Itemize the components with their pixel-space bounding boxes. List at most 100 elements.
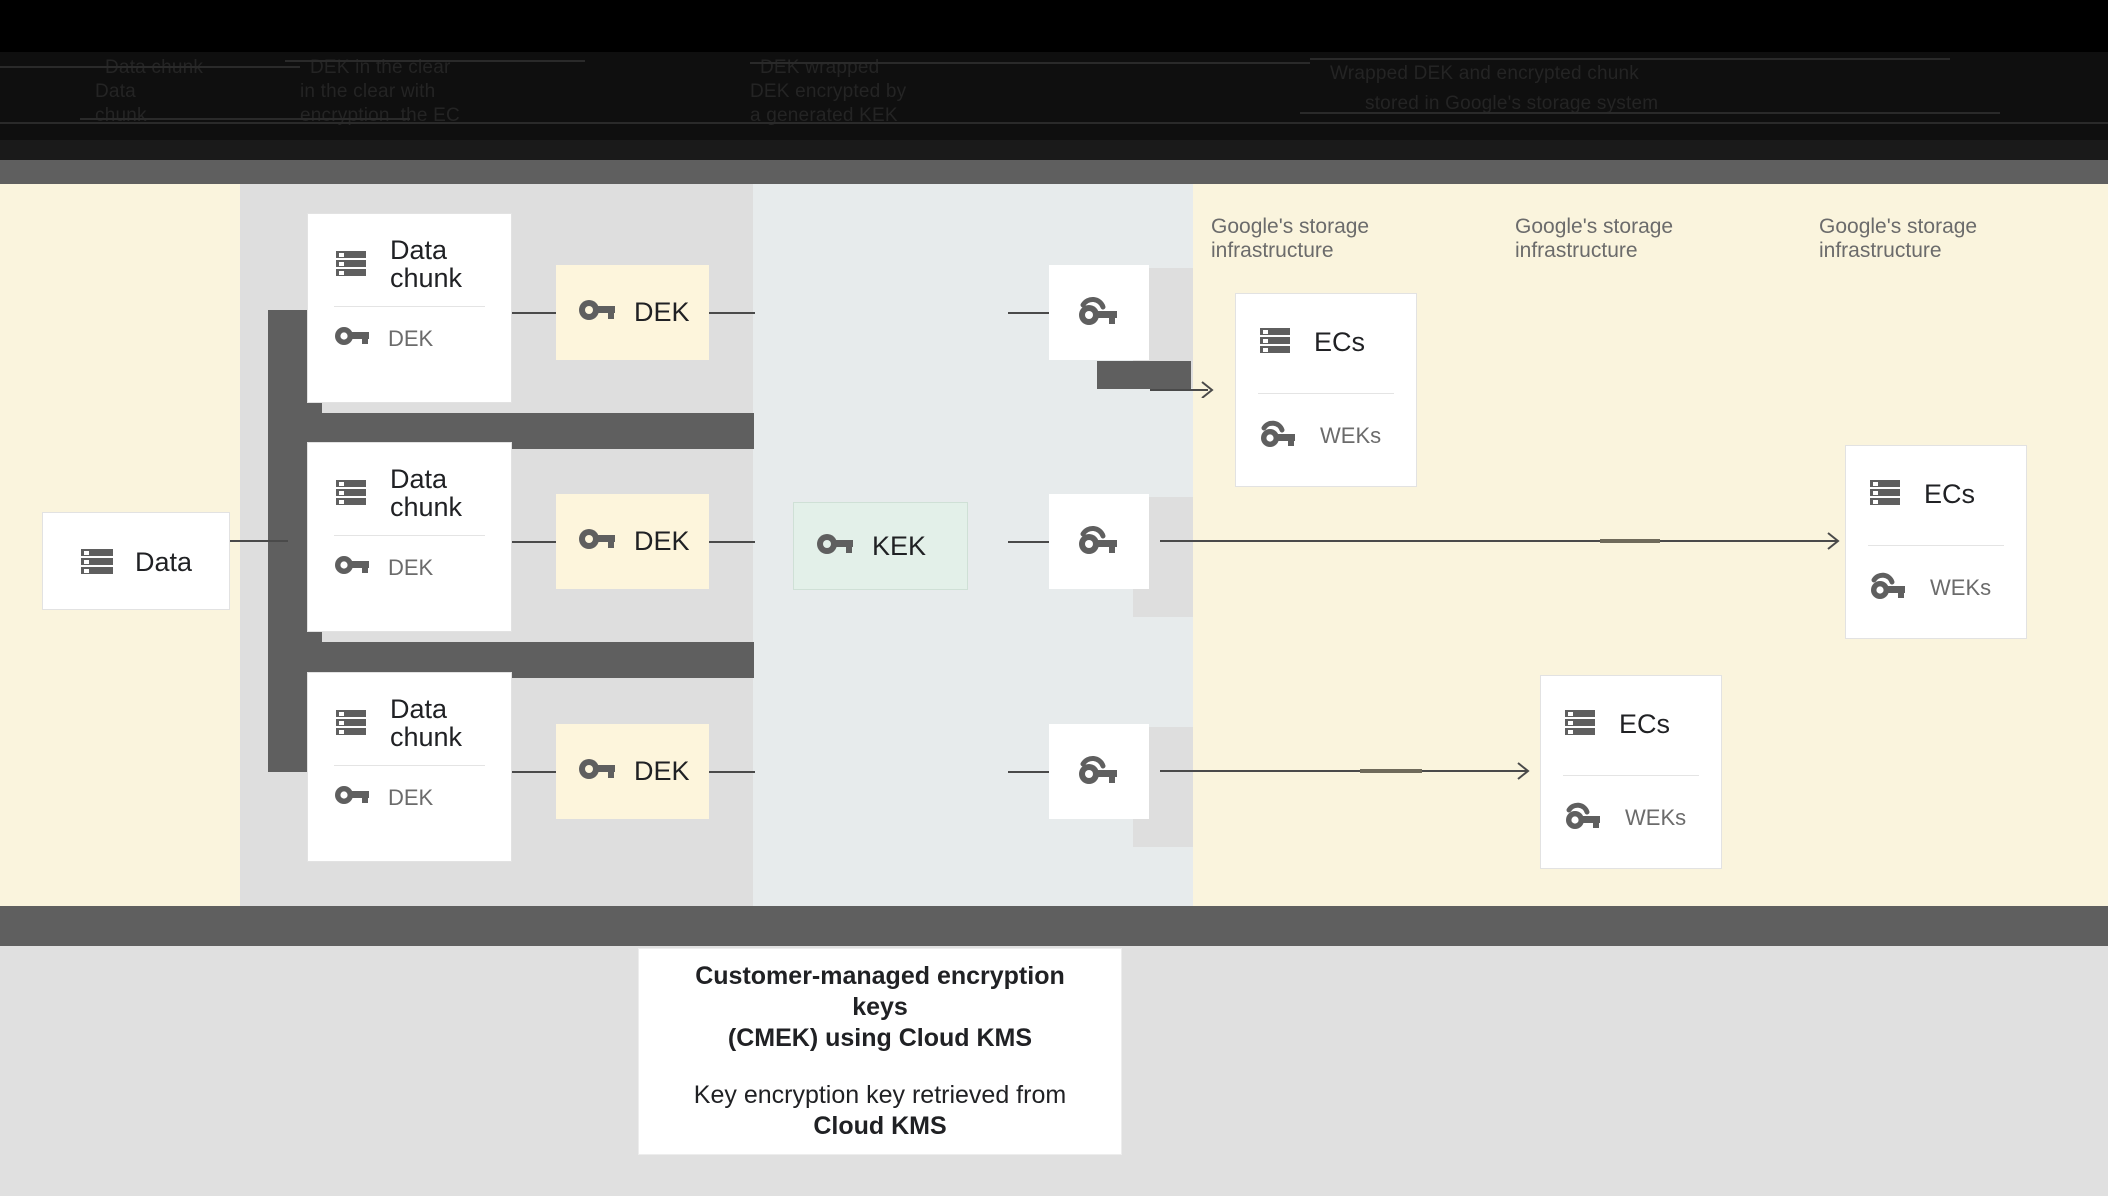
key-icon (334, 782, 370, 813)
ecs-3-bottom: WEKs (1541, 776, 1721, 855)
connector-kek-to-wrap3 (1008, 771, 1070, 773)
wrapped-key-icon (1258, 416, 1302, 455)
ecs-3-key-label: WEKs (1625, 804, 1687, 830)
data-chunk-card-1[interactable]: Data chunk DEK (307, 213, 512, 403)
dek-chip-3-label: DEK (634, 756, 690, 786)
data-card-row: Data (43, 513, 229, 611)
wrapped-key-chip-3[interactable] (1049, 724, 1149, 819)
key-icon (816, 530, 854, 563)
header-text-col2-row1: DEK in the clear (310, 57, 451, 78)
header-text-col3-row1: DEK wrapped (760, 57, 880, 78)
header-rule-3 (750, 62, 1310, 64)
header-text-col1-row1: Data chunk (105, 57, 204, 78)
data-card[interactable]: Data (42, 512, 230, 610)
key-icon (334, 323, 370, 354)
chunk-1-key-label: DEK (388, 325, 434, 351)
chunk-3-top: Data chunk (308, 673, 511, 765)
wrapped-key-icon (1076, 291, 1122, 334)
ecs-2-top: ECs (1846, 446, 2026, 529)
header-text-col2-row2: in the clear with (300, 81, 436, 102)
server-icon (334, 702, 372, 745)
ecs-2-divider (1868, 545, 2004, 546)
ecs-card-3[interactable]: ECs WEKs (1540, 675, 1722, 869)
ecs-3-divider (1563, 775, 1699, 776)
storage-label-2: Google's storage infrastructure (1515, 215, 1674, 262)
dek-chip-2-label: DEK (634, 526, 690, 556)
connector-data-to-splitter (228, 540, 288, 542)
server-icon (334, 243, 372, 286)
arrow-wrap1-to-ecs1 (1150, 381, 1214, 398)
connector-kek-to-wrap1 (1008, 312, 1070, 314)
server-icon (77, 540, 117, 585)
wrapped-key-chip-2[interactable] (1049, 494, 1149, 589)
ecs-1-key-label: WEKs (1320, 422, 1382, 448)
kek-chip-label: KEK (872, 530, 927, 561)
ecs-2-title: ECs (1924, 478, 1976, 509)
ecs-card-1[interactable]: ECs WEKs (1235, 293, 1417, 487)
caption-body-line2: Cloud KMS (813, 1112, 947, 1140)
dark-bar-wrap-to-ecs (1097, 361, 1191, 389)
data-card-label: Data (135, 547, 193, 577)
caption-box: Customer-managed encryption keys (CMEK) … (638, 948, 1122, 1155)
header-text-col4-row2: stored in Google's storage system (1365, 93, 1659, 114)
caption-body-line1: Key encryption key retrieved from (693, 1081, 1067, 1109)
data-chunk-card-3[interactable]: Data chunk DEK (307, 672, 512, 862)
chunk-1-divider (334, 306, 485, 307)
chunk-2-bottom: DEK (308, 536, 511, 601)
header-rule-6 (80, 118, 410, 120)
chunk-3-title: Data chunk (390, 694, 463, 752)
dek-chip-1[interactable]: DEK (556, 265, 709, 360)
header-gray-divider (0, 160, 2108, 184)
chunk-2-divider (334, 535, 485, 536)
kek-chip[interactable]: KEK (793, 502, 968, 590)
header-rule-5 (0, 122, 2108, 124)
header-text-col4-row1: Wrapped DEK and encrypted chunk (1330, 63, 1639, 84)
dek-chip-2[interactable]: DEK (556, 494, 709, 589)
caption-body: Key encryption key retrieved from Cloud … (694, 1080, 1066, 1142)
header-rule-2 (285, 60, 585, 62)
storage-label-3: Google's storage infrastructure (1819, 215, 1978, 262)
connector-chunk3-to-dek3 (512, 771, 556, 773)
chunk-3-divider (334, 765, 485, 766)
ecs-3-title: ECs (1619, 708, 1671, 739)
connector-dek2-out (709, 541, 755, 543)
chunk-2-title: Data chunk (390, 464, 463, 522)
connector-chunk2-to-dek2 (512, 541, 556, 543)
connector-dek3-out (709, 771, 755, 773)
ecs-1-divider (1258, 393, 1394, 394)
connector-kek-to-wrap2 (1008, 541, 1070, 543)
ecs-2-bottom: WEKs (1846, 546, 2026, 625)
header-top-black-bar (0, 0, 2108, 52)
wrapped-key-icon (1076, 750, 1122, 793)
server-icon (1563, 702, 1601, 745)
server-icon (334, 472, 372, 515)
wrapped-key-chip-1[interactable] (1049, 265, 1149, 360)
header-text-col1-row3: chunk (95, 105, 147, 126)
header-text-col1-row2: Data (95, 81, 136, 102)
ecs-1-bottom: WEKs (1236, 394, 1416, 473)
ecs-1-top: ECs (1236, 294, 1416, 377)
chunk-3-key-label: DEK (388, 784, 434, 810)
key-icon (578, 525, 616, 558)
header-rule-1 (0, 66, 300, 68)
chunk-1-title: Data chunk (390, 235, 463, 293)
ecs-2-key-label: WEKs (1930, 574, 1992, 600)
data-chunk-card-2[interactable]: Data chunk DEK (307, 442, 512, 632)
ecs-1-title: ECs (1314, 326, 1366, 357)
chunk-2-top: Data chunk (308, 443, 511, 535)
dek-chip-3[interactable]: DEK (556, 724, 709, 819)
server-icon (1868, 472, 1906, 515)
connector-chunk1-to-dek1 (512, 312, 556, 314)
header-text-col2-row3: encryption the EC (300, 105, 460, 126)
dek-chip-1-label: DEK (634, 297, 690, 327)
header-text-col3-row2: DEK encrypted by (750, 81, 907, 102)
ecs-card-2[interactable]: ECs WEKs (1845, 445, 2027, 639)
connector-dek1-out (709, 312, 755, 314)
chunk-3-bottom: DEK (308, 766, 511, 831)
caption-title: Customer-managed encryption keys (CMEK) … (667, 961, 1093, 1054)
key-icon (578, 296, 616, 329)
arrow-wrap3-to-ecs3 (1160, 762, 1530, 780)
footer-dark-band (0, 906, 2108, 946)
key-icon (578, 755, 616, 788)
